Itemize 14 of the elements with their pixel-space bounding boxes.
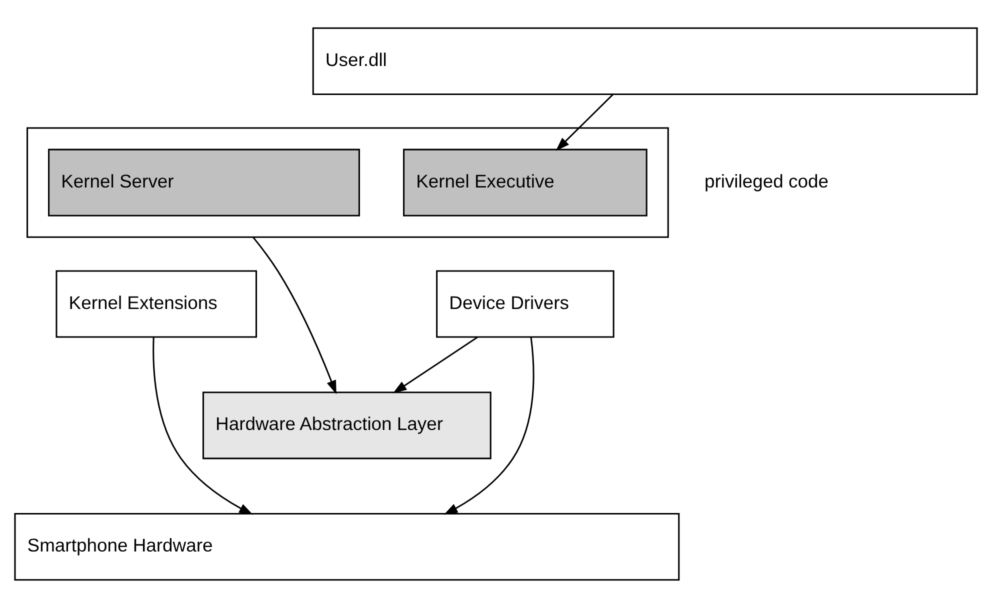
node-box: Kernel Extensions bbox=[56, 270, 258, 338]
arrow bbox=[392, 336, 478, 394]
node-box: Smartphone Hardware bbox=[14, 513, 680, 581]
node-box: Hardware Abstraction Layer bbox=[202, 392, 492, 460]
node-box: Device Drivers bbox=[436, 270, 614, 338]
arrow bbox=[556, 94, 614, 151]
arrow bbox=[152, 337, 253, 515]
arrow bbox=[252, 236, 336, 394]
node-box: User.dll bbox=[312, 27, 978, 95]
label: privileged code bbox=[704, 170, 828, 192]
arrow bbox=[444, 337, 534, 515]
node-box: Kernel Executive bbox=[403, 148, 648, 216]
cluster bbox=[26, 127, 669, 238]
node-box: Kernel Server bbox=[48, 148, 360, 216]
